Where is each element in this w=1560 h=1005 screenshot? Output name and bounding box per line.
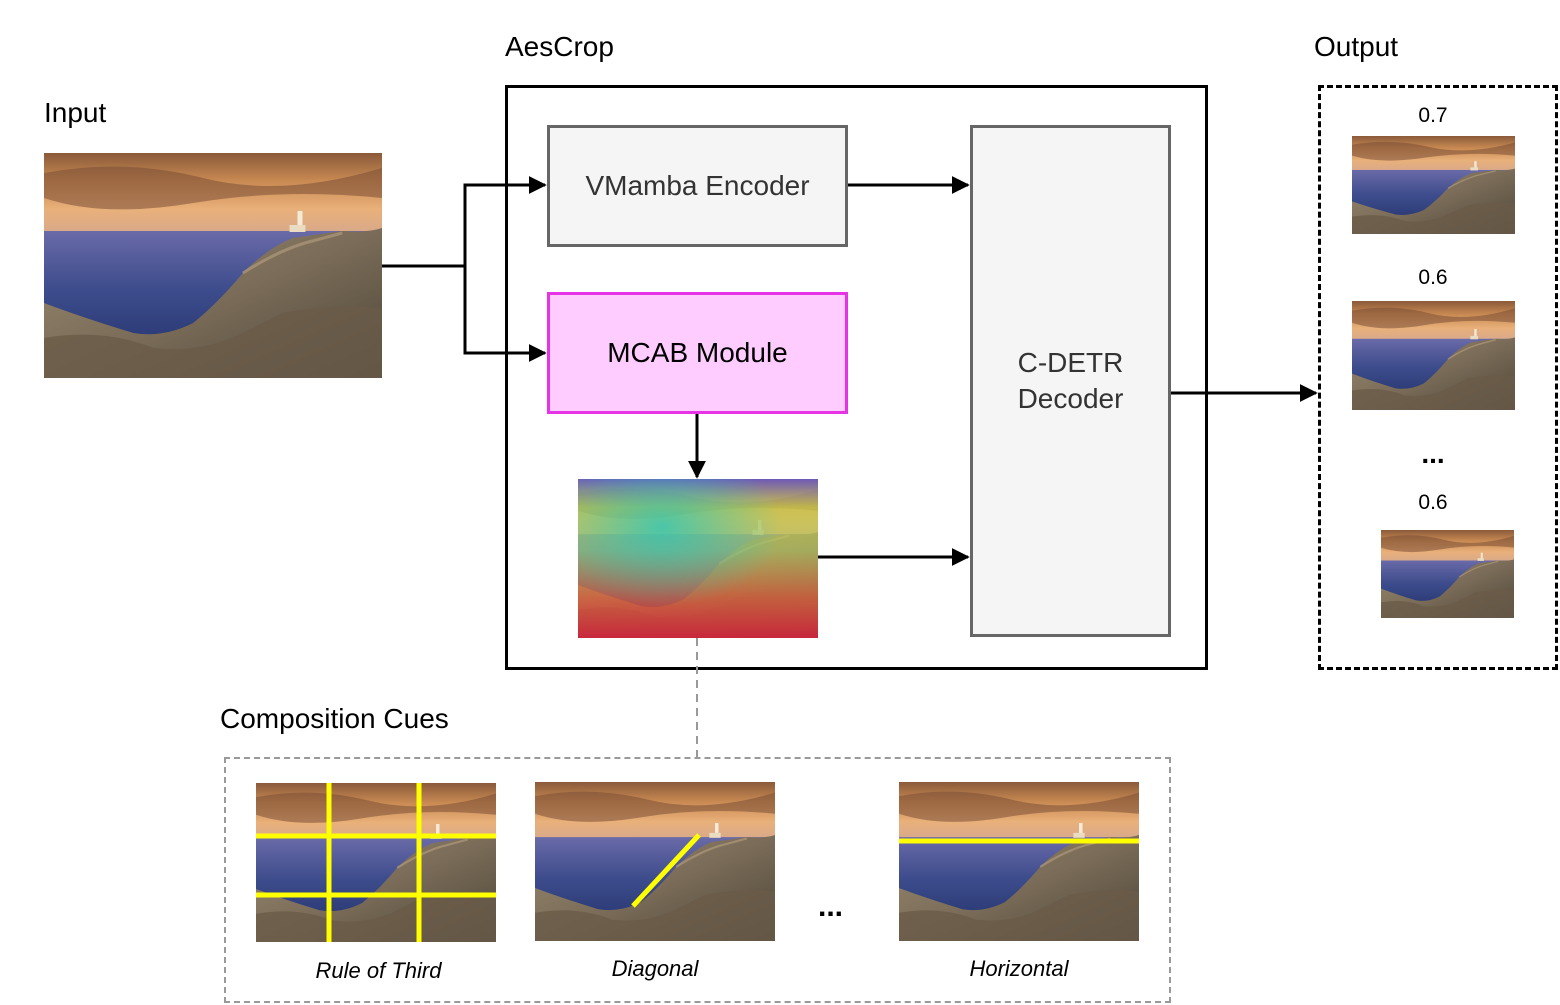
vmamba-encoder-box: VMamba Encoder (547, 125, 848, 247)
composition-cues-container (224, 757, 1171, 1003)
cdetr-decoder-box: C-DETR Decoder (970, 125, 1171, 637)
output-score-3: 0.6 (1418, 491, 1448, 514)
aescrop-label: AesCrop (505, 31, 614, 62)
attention-heatmap (578, 479, 818, 638)
output-crop-1 (1352, 136, 1515, 234)
cue-rule-of-third-caption: Rule of Third (315, 958, 442, 983)
output-score-1: 0.7 (1418, 104, 1448, 127)
decoder-label-line2: Decoder (1017, 383, 1124, 414)
composition-cues-label: Composition Cues (220, 703, 449, 734)
input-image (44, 153, 382, 378)
input-label: Input (44, 97, 107, 128)
output-crop-2 (1352, 301, 1515, 410)
mcab-module-box: MCAB Module (547, 292, 848, 414)
cue-ellipsis: ... (818, 890, 844, 923)
aescrop-container (505, 85, 1208, 670)
mcab-module-label: MCAB Module (607, 337, 788, 368)
output-label: Output (1314, 31, 1399, 62)
cue-diagonal-caption: Diagonal (611, 956, 699, 981)
decoder-label-line1: C-DETR (1017, 347, 1124, 378)
vmamba-encoder-label: VMamba Encoder (585, 170, 810, 201)
output-ellipsis: ... (1421, 438, 1445, 469)
output-container (1318, 85, 1558, 670)
cue-diagonal-image (535, 782, 775, 941)
output-crop-3 (1381, 530, 1514, 618)
cue-horizontal-image (899, 782, 1139, 941)
cue-rule-of-third-image (256, 783, 496, 942)
output-score-2: 0.6 (1418, 266, 1448, 289)
cue-horizontal-caption: Horizontal (969, 956, 1069, 981)
